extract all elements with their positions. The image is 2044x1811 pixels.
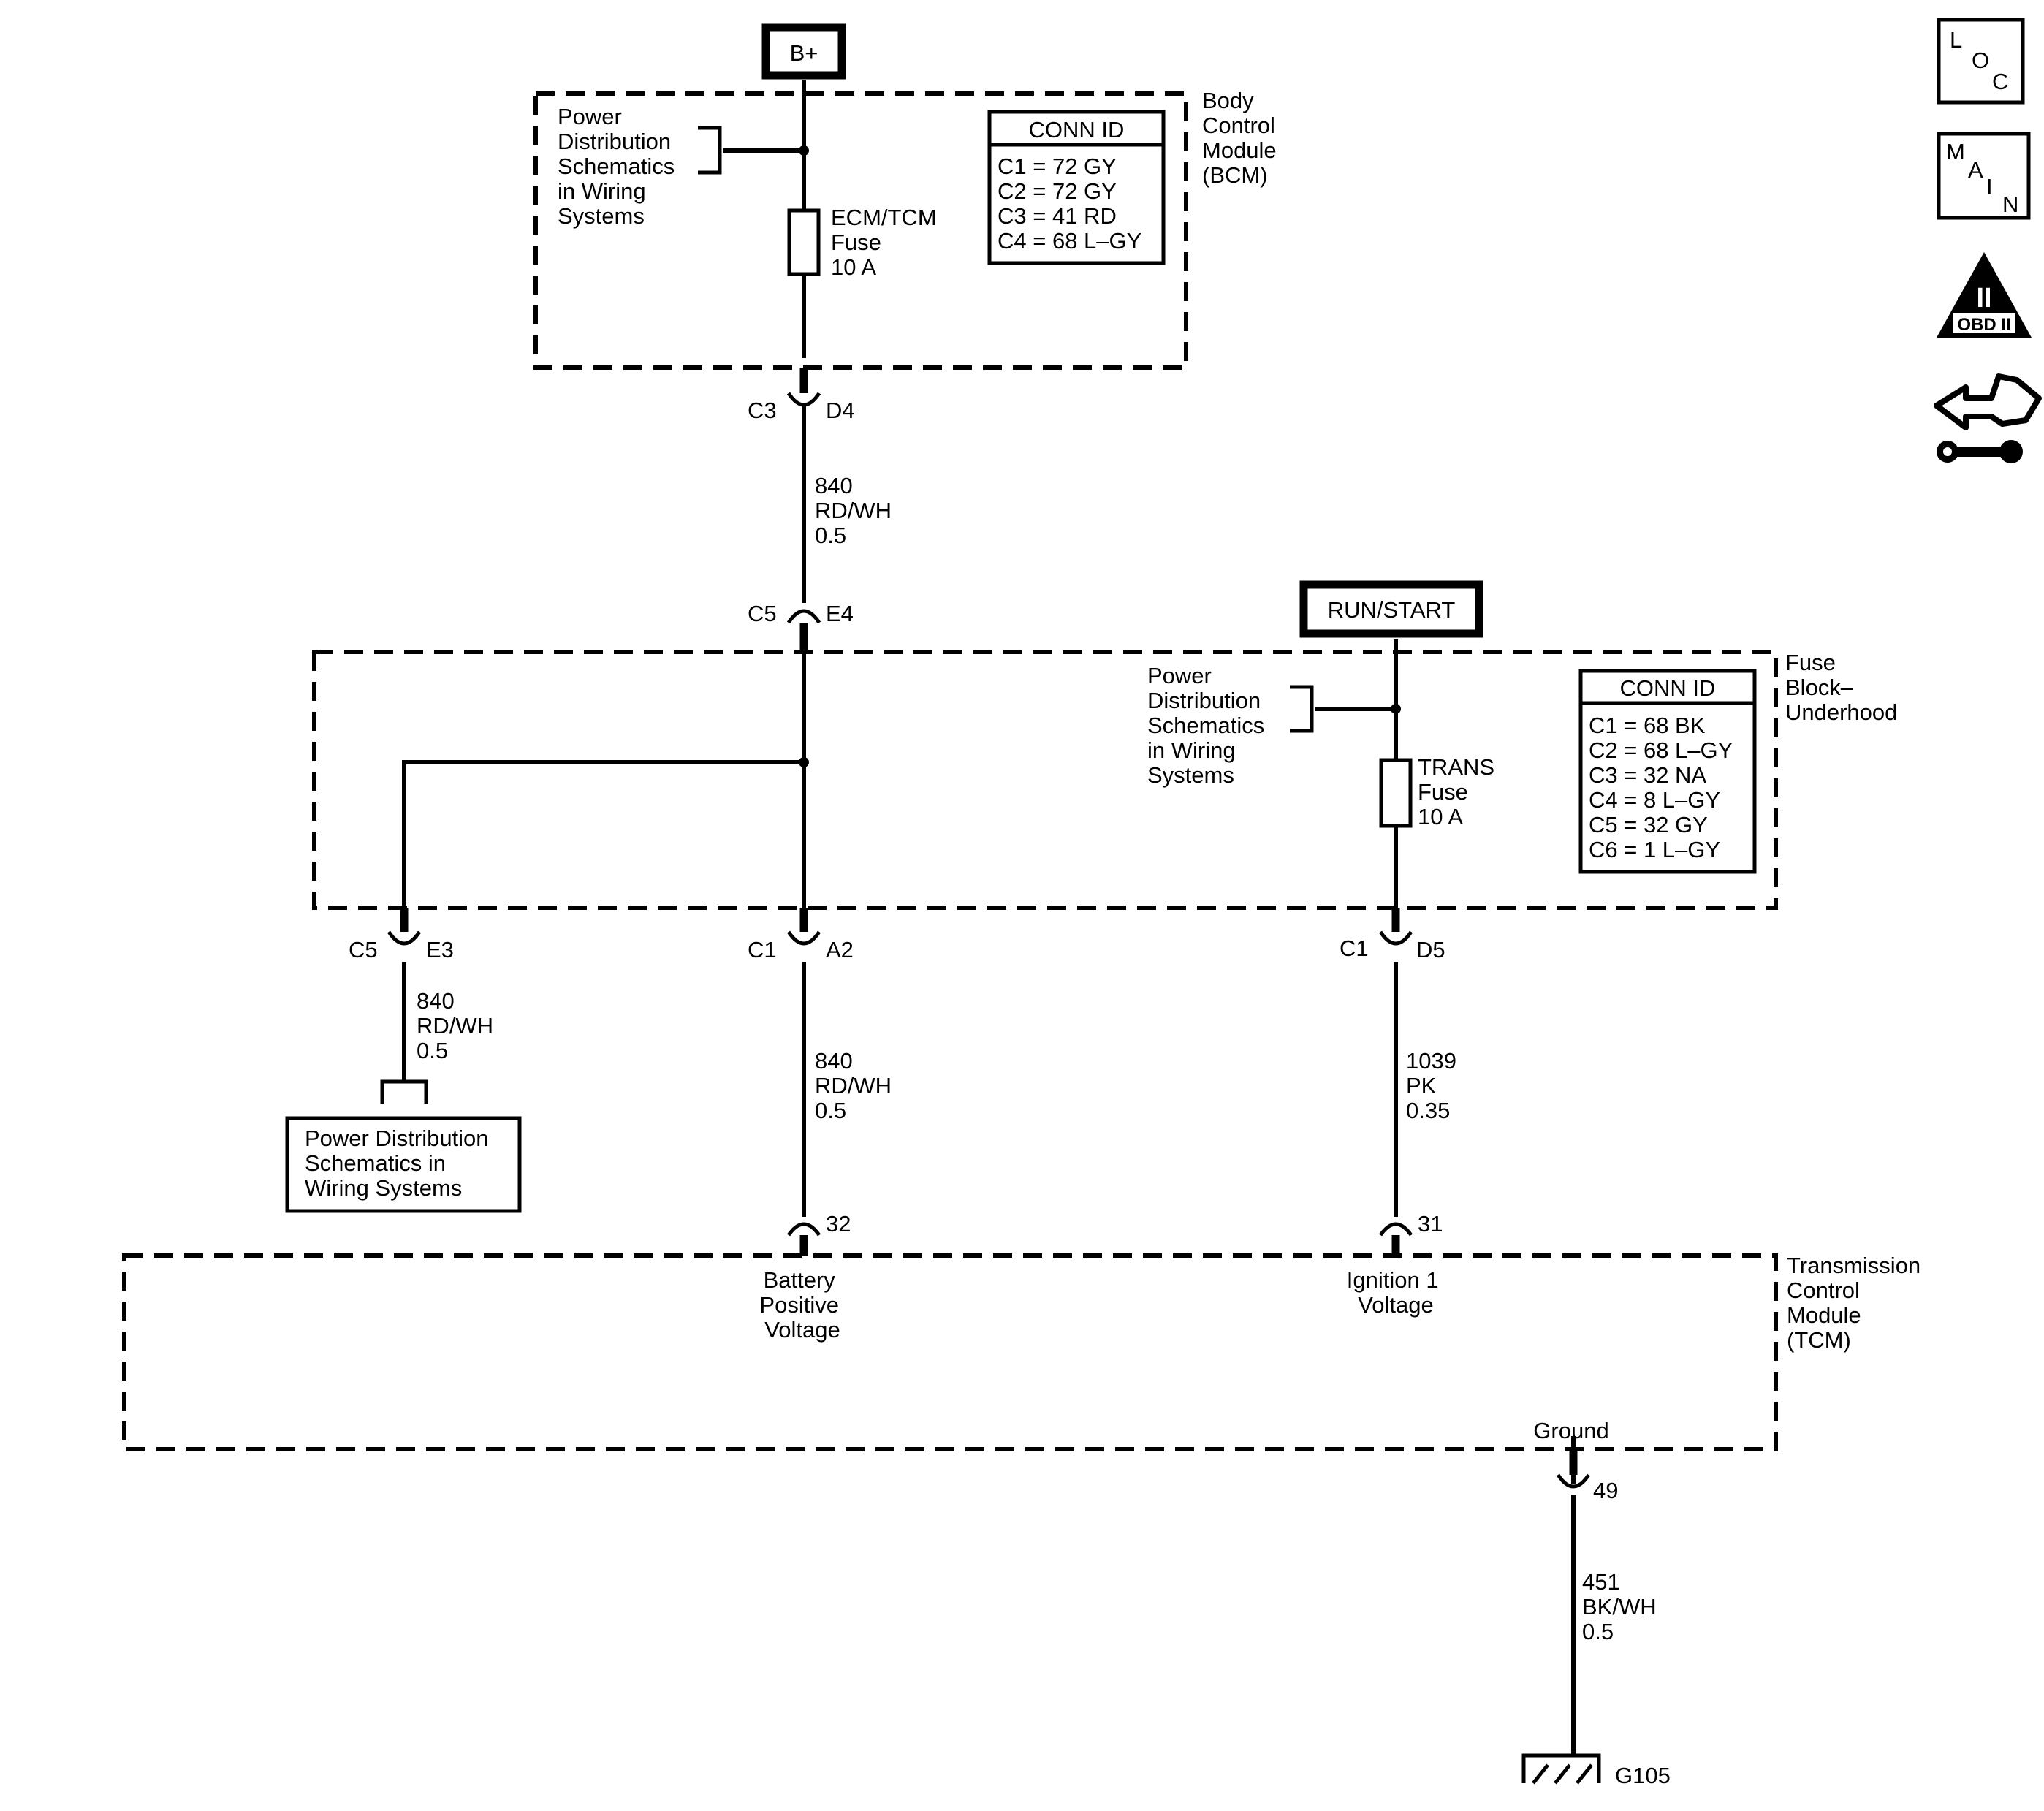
connector-fb-right: C1 D5 <box>1340 908 1445 963</box>
svg-text:32: 32 <box>826 1211 851 1237</box>
svg-text:A: A <box>1968 157 1983 183</box>
bcm-pdist-ref: Power Distribution Schematics in Wiring … <box>558 104 681 229</box>
splice-fuse-block <box>799 757 809 767</box>
trans-fuse-label: TRANS Fuse 10 A <box>1418 754 1501 829</box>
svg-text:O: O <box>1972 48 1989 73</box>
wire-label-fb-right: 1039 PK 0.35 <box>1406 1048 1463 1123</box>
connector-tcm-gnd: 49 <box>1556 1449 1618 1503</box>
svg-text:E3: E3 <box>426 937 454 963</box>
fb-conn-c2: C2 = 68 L–GY <box>1589 737 1733 763</box>
tcm-outline <box>122 1253 1778 1451</box>
svg-text:L: L <box>1950 27 1962 53</box>
connector-fb-in: C5 E4 <box>748 601 854 652</box>
svg-text:C5: C5 <box>349 937 378 963</box>
wire-label-fb-mid: 840 RD/WH 0.5 <box>815 1048 898 1123</box>
run-start-source: RUN/START <box>1299 580 1483 638</box>
svg-text:C5: C5 <box>748 601 777 626</box>
wire-label-fb-left: 840 RD/WH 0.5 <box>417 988 500 1063</box>
svg-text:C: C <box>1992 69 2008 94</box>
fuse-block-outline <box>312 650 1778 910</box>
svg-text:D5: D5 <box>1416 937 1445 963</box>
wires <box>402 80 1576 1754</box>
bcm-conn-c4: C4 = 68 L–GY <box>998 228 1141 254</box>
svg-text:N: N <box>2002 191 2018 217</box>
bcm-pdist-bracket <box>698 126 722 175</box>
main-icon[interactable]: M A I N <box>1937 132 2031 220</box>
svg-text:I: I <box>1986 174 1993 200</box>
connector-fb-mid: C1 A2 <box>748 908 854 963</box>
fb-pdist-ref: Power Distribution Schematics in Wiring … <box>1147 663 1271 788</box>
svg-text:II: II <box>1976 283 1991 314</box>
trans-fuse-symbol <box>1379 758 1413 828</box>
bcm-conn-id-table: CONN ID C1 = 72 GY C2 = 72 GY C3 = 41 RD… <box>987 110 1166 265</box>
connector-bcm-out: C3 D4 <box>748 368 855 423</box>
fuse-block-name: Fuse Block– Underhood <box>1785 650 1897 725</box>
splice-bcm <box>799 145 809 156</box>
connector-tcm-batt: 32 <box>786 1211 851 1256</box>
connector-fb-left: C5 E3 <box>349 908 454 963</box>
svg-text:OBD II: OBD II <box>1957 315 2010 335</box>
fb-conn-id-table: CONN ID C1 = 68 BK C2 = 68 L–GY C3 = 32 … <box>1578 669 1757 874</box>
ecm-tcm-fuse-symbol <box>787 208 821 276</box>
bcm-conn-c3: C3 = 41 RD <box>998 203 1117 229</box>
fb-conn-id-title: CONN ID <box>1620 675 1716 701</box>
fb-conn-c6: C6 = 1 L–GY <box>1589 837 1720 862</box>
tcm-label-gnd: Ground <box>1533 1418 1608 1443</box>
battery-label: B+ <box>790 40 818 66</box>
svg-text:C1: C1 <box>1340 935 1369 961</box>
bcm-outline <box>533 91 1188 370</box>
svg-text:49: 49 <box>1593 1478 1618 1503</box>
service-tools-icon[interactable] <box>1934 373 2042 463</box>
bcm-name: Body Control Module (BCM) <box>1202 88 1283 188</box>
bcm-conn-id-title: CONN ID <box>1029 117 1125 143</box>
loc-icon[interactable]: L O C <box>1937 18 2025 105</box>
fb-conn-c1: C1 = 68 BK <box>1589 713 1706 738</box>
wire-label-bcm-to-fb: 840 RD/WH 0.5 <box>815 473 898 548</box>
fb-conn-c3: C3 = 32 NA <box>1589 762 1706 788</box>
connector-tcm-ign: 31 <box>1378 1211 1443 1256</box>
svg-text:D4: D4 <box>826 398 855 423</box>
svg-text:C3: C3 <box>748 398 777 423</box>
splice-run-start <box>1391 704 1401 714</box>
bcm-conn-c2: C2 = 72 GY <box>998 178 1117 204</box>
ecm-tcm-fuse-label: ECM/TCM Fuse 10 A <box>831 205 943 280</box>
pdist-ref-box: Power Distribution Schematics in Wiring … <box>285 1079 522 1213</box>
tcm-label-ign: Ignition 1 Voltage <box>1347 1267 1445 1318</box>
fb-conn-c4: C4 = 8 L–GY <box>1589 787 1720 813</box>
ground-symbol-icon <box>1521 1753 1601 1785</box>
tcm-label-batt: Battery Positive Voltage <box>759 1267 845 1343</box>
fb-conn-c5: C5 = 32 GY <box>1589 812 1708 838</box>
svg-text:E4: E4 <box>826 601 854 626</box>
battery-source: B+ <box>761 23 846 80</box>
tcm-name: Transmission Control Module (TCM) <box>1787 1253 1927 1353</box>
bcm-conn-c1: C1 = 72 GY <box>998 153 1117 179</box>
fb-pdist-bracket <box>1290 685 1314 733</box>
obd-ii-icon[interactable]: II OBD II <box>1937 252 2032 338</box>
ground-id: G105 <box>1615 1763 1671 1788</box>
wire-label-ground: 451 BK/WH 0.5 <box>1582 1569 1663 1644</box>
svg-text:A2: A2 <box>826 937 854 963</box>
run-start-label: RUN/START <box>1328 597 1456 623</box>
svg-text:Power Distribution Schem: Power Distribution Schematics in Wiring … <box>305 1125 495 1201</box>
svg-text:31: 31 <box>1418 1211 1443 1237</box>
svg-text:C1: C1 <box>748 937 777 963</box>
svg-text:M: M <box>1946 139 1965 164</box>
